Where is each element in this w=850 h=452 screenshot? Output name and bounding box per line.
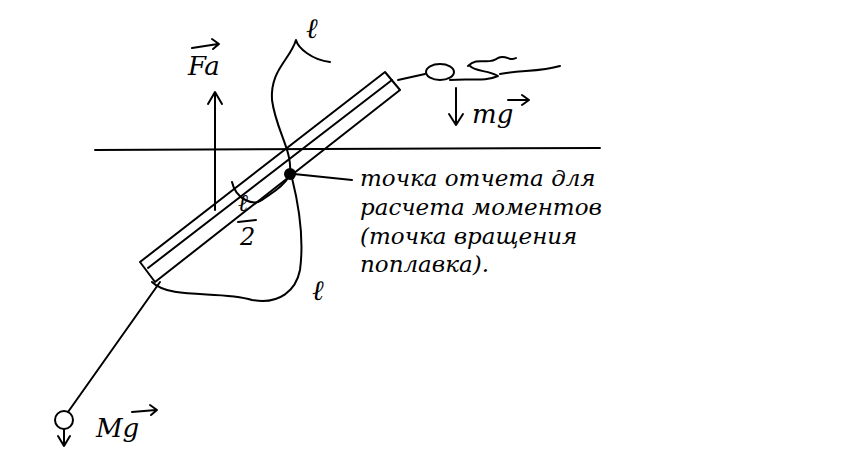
length-label: ℓ — [306, 14, 318, 45]
surface-line — [500, 66, 560, 74]
line — [398, 74, 425, 80]
fraction-bar — [238, 220, 256, 222]
weight — [55, 411, 73, 429]
force-label: Fa — [188, 52, 220, 81]
force-label: Mg — [96, 414, 139, 443]
line — [68, 282, 160, 412]
length-brace — [272, 40, 330, 172]
force-label: mg — [472, 100, 513, 129]
vector-mark — [192, 39, 219, 49]
fish-body — [450, 66, 498, 80]
pivot-point — [284, 168, 296, 180]
length-label: ℓ — [238, 190, 248, 216]
water-line — [95, 148, 600, 150]
pivot-note: точка отчета для расчета моментов (точка… — [360, 164, 660, 279]
float-stick-inner — [148, 80, 392, 268]
length-brace — [152, 178, 302, 301]
force-arrow — [455, 88, 457, 124]
arrow-head — [449, 114, 463, 125]
length-label: 2 — [240, 224, 255, 250]
arrow-head — [58, 429, 70, 446]
fish-tail — [468, 57, 516, 66]
length-label: ℓ — [312, 276, 324, 307]
bait — [426, 64, 454, 80]
force-arrow — [214, 94, 216, 210]
leader-line — [294, 174, 352, 180]
arrow-head — [208, 92, 222, 104]
